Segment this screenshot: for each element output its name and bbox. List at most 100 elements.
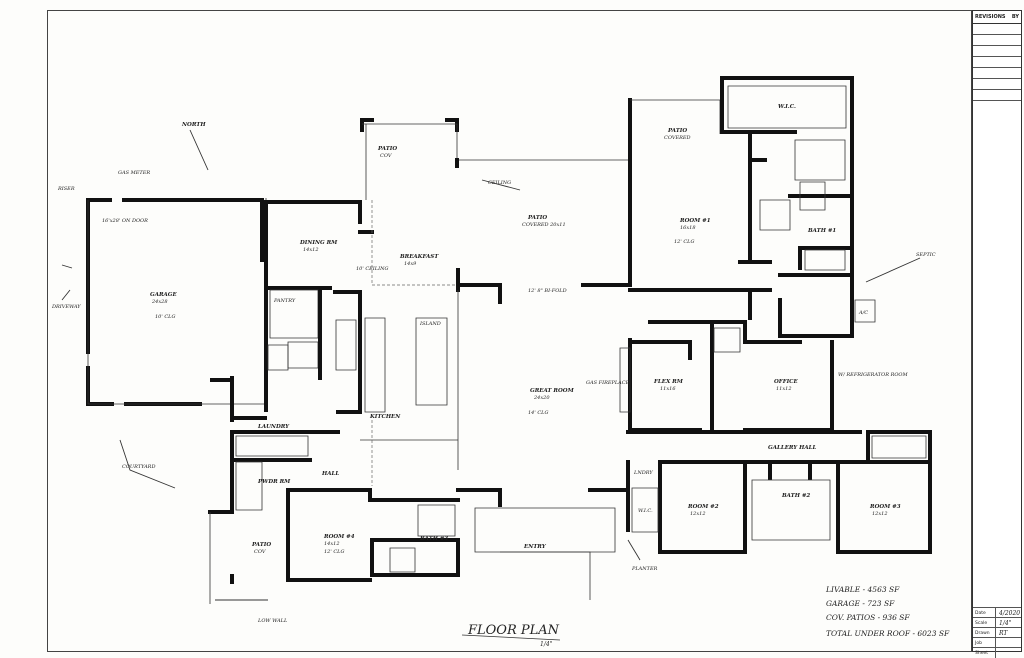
lower-left-walls: [208, 376, 460, 604]
label-breakfast: BREAKFAST: [399, 254, 439, 260]
label-dining: DINING RM: [299, 240, 338, 246]
label-garage: GARAGE: [150, 292, 177, 298]
label-garage-ceiling: 10' CLG: [155, 314, 175, 320]
label-powder: PWDR RM: [257, 479, 291, 485]
note-10-ceiling: 10' CEILING: [356, 266, 388, 272]
label-patio-left: PATIO: [251, 542, 271, 548]
label-island: ISLAND: [419, 321, 441, 327]
label-bed2: ROOM #2: [687, 504, 719, 510]
title-row-job: Job: [973, 637, 1021, 648]
revision-row: [973, 57, 1021, 68]
label-pantry: PANTRY: [273, 298, 296, 304]
dining-walls: [264, 200, 374, 412]
label-laundry2: LNDRY: [633, 470, 653, 476]
label-kitchen: KITCHEN: [369, 414, 401, 420]
label-bed3-dims: 12x12: [872, 511, 888, 517]
revisions-label: REVISIONS: [975, 14, 1006, 20]
label-great-room-dims: 24x20: [533, 395, 550, 401]
drawing-scale: 1/4": [540, 641, 553, 648]
label-office: OFFICE: [774, 379, 799, 385]
label-master-ceiling: 12' CLG: [674, 239, 694, 245]
title-row-sheet: Sheet: [973, 647, 1021, 658]
kitchen-walls: [336, 268, 630, 486]
revisions-header: REVISIONS BY: [973, 11, 1021, 24]
label-garage-dims: 24x28: [151, 299, 168, 305]
revision-row: [973, 46, 1021, 57]
driveway-leader: [61, 264, 73, 301]
area-cov-patios: COV. PATIOS - 936 SF: [826, 613, 910, 622]
garage-walls: [86, 198, 267, 406]
label-office-dims: 11x12: [776, 386, 792, 392]
label-great-room: GREAT ROOM: [530, 388, 575, 394]
title-block: REVISIONS BY Date 4/2020 Scale 1/4" Draw…: [972, 10, 1022, 658]
label-patio-right-dims: COVERED: [664, 135, 691, 141]
note-gas-meter: GAS METER: [118, 170, 150, 176]
note-low-wall: LOW WALL: [257, 618, 288, 624]
note-riser: RISER: [57, 186, 75, 192]
label-breakfast-dims: 14x9: [404, 261, 417, 267]
entry-walls: [456, 488, 630, 600]
label-dining-dims: 14x12: [303, 247, 319, 253]
label-patio-covered-dims: COVERED 20x11: [522, 222, 566, 228]
master-wing-walls: [628, 76, 876, 338]
note-bifold: 12' 8" BI-FOLD: [528, 288, 567, 294]
label-hall: HALL: [321, 471, 339, 477]
note-ac: A/C: [858, 310, 868, 316]
label-master-dims: 16x18: [680, 225, 696, 231]
label-patio-covered: PATIO: [527, 215, 547, 221]
label-wic: W.I.C.: [778, 104, 796, 110]
courtyard-leader: [119, 439, 176, 489]
note-driveway: DRIVEWAY: [51, 304, 81, 310]
label-bed2-dims: 12x12: [690, 511, 706, 517]
revision-row: [973, 79, 1021, 90]
revision-row: [973, 90, 1021, 101]
label-bath1: BATH #1: [807, 228, 836, 234]
label-great-room-ceiling: 14' CLG: [528, 410, 548, 416]
label-wic2: W.I.C.: [638, 508, 653, 514]
septic-leader: [865, 257, 921, 283]
label-master: ROOM #1: [679, 218, 711, 224]
title-row-drawn: Drawn RT: [973, 627, 1021, 638]
note-north: NORTH: [181, 122, 206, 128]
note-garage-door: 16'x28' ON DOOR: [102, 218, 148, 224]
title-row-scale: Scale 1/4": [973, 617, 1021, 628]
label-patio-top: PATIO: [377, 146, 397, 152]
label-bed4: ROOM #4: [323, 534, 355, 540]
label-bed3: ROOM #3: [869, 504, 901, 510]
note-ceiling: CEILING: [488, 180, 511, 186]
drawing-title: FLOOR PLAN: [467, 623, 560, 638]
area-garage: GARAGE - 723 SF: [826, 599, 895, 608]
note-courtyard: COURTYARD: [122, 464, 155, 470]
label-patio-top-dims: COV: [380, 153, 393, 159]
ceiling-leader: [481, 179, 521, 191]
label-flex-dims: 11x16: [660, 386, 676, 392]
label-gallery: GALLERY HALL: [768, 445, 816, 451]
area-total: TOTAL UNDER ROOF - 6023 SF: [826, 629, 950, 638]
label-laundry: LAUNDRY: [257, 424, 290, 430]
area-livable: LIVABLE - 4563 SF: [825, 585, 900, 594]
drawing-border: [47, 10, 972, 652]
note-refrigerator: W/ REFRIGERATOR ROOM: [838, 372, 909, 378]
flex-office-walls: [619, 320, 834, 432]
revision-row: [973, 68, 1021, 79]
north-arrow: [189, 129, 209, 171]
by-label: BY: [1011, 14, 1019, 20]
title-underline: [461, 634, 561, 641]
note-fireplace: GAS FIREPLACE: [586, 380, 630, 386]
label-patio-right: PATIO: [667, 128, 687, 134]
revision-row: [973, 24, 1021, 35]
label-bed4-ceiling: 12' CLG: [324, 549, 344, 555]
patio-top-outline: [360, 118, 628, 286]
label-bath3: BATH #3: [419, 536, 448, 542]
label-bed4-dims: 14x12: [324, 541, 340, 547]
title-row-date: Date 4/2020: [973, 607, 1021, 618]
revision-row: [973, 35, 1021, 46]
label-entry: ENTRY: [523, 544, 547, 550]
label-patio-left-dims: COV: [254, 549, 267, 555]
label-flex: FLEX RM: [653, 379, 684, 385]
planter-leader: [627, 539, 641, 561]
note-planter: PLANTER: [631, 566, 658, 572]
label-bath2: BATH #2: [781, 493, 810, 499]
